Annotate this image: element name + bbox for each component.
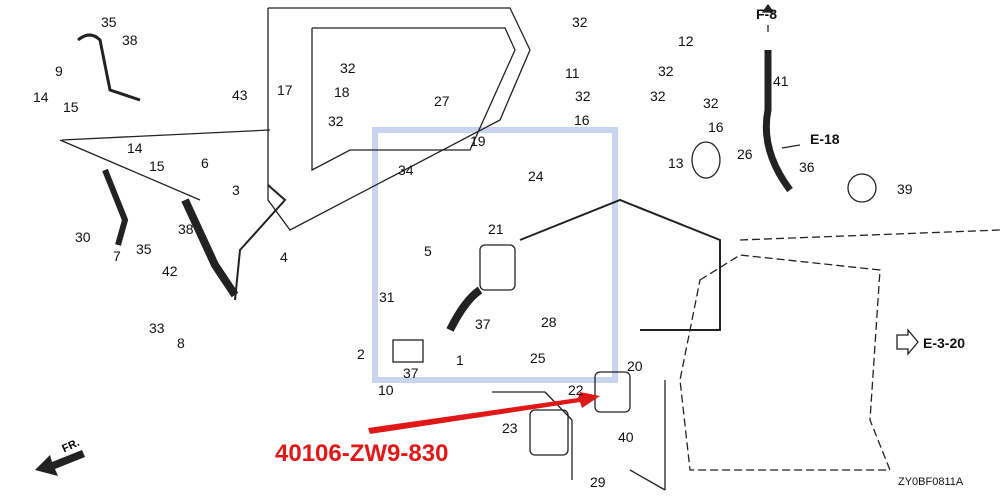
hose-41 [762,50,793,193]
callout-label[interactable]: 5 [424,243,432,259]
oil-pan [679,254,891,471]
callout-label[interactable]: 35 [101,14,117,30]
watermark-logo [372,127,618,383]
lever-6 [181,198,239,298]
lever-7 [102,168,129,246]
callout-label[interactable]: 42 [162,263,178,279]
callout-label[interactable]: 1 [456,352,464,368]
callout-label[interactable]: 39 [897,181,913,197]
callout-label[interactable]: 13 [668,155,684,171]
ref-e3-20[interactable]: E-3-20 [923,335,966,351]
callout-label[interactable]: 7 [113,248,121,264]
callout-label[interactable]: 32 [703,95,719,111]
callout-label[interactable]: 37 [403,365,419,381]
callout-label[interactable]: 32 [572,14,588,30]
callout-label[interactable]: 32 [650,88,666,104]
callout-label[interactable]: 20 [627,358,643,374]
callout-label[interactable]: 4 [280,249,288,265]
gasket-21 [479,244,516,291]
callout-label[interactable]: 37 [475,316,491,332]
callout-label[interactable]: 27 [434,93,450,109]
callout-label[interactable]: 18 [334,84,350,100]
callout-label[interactable]: 40 [618,429,634,445]
callout-label[interactable]: 33 [149,320,165,336]
ref-f8[interactable]: F-8 [756,6,777,22]
callout-label[interactable]: 15 [63,99,79,115]
callout-label[interactable]: 24 [528,168,544,184]
callout-label[interactable]: 6 [201,155,209,171]
front-arrow-icon [35,450,85,476]
callout-label[interactable]: 10 [378,382,394,398]
callout-label[interactable]: 25 [530,350,546,366]
callout-label[interactable]: 36 [799,159,815,175]
rod-9 [77,33,141,102]
callout-label[interactable]: 14 [127,140,143,156]
gasket-22 [594,371,631,413]
callout-label[interactable]: 15 [149,158,165,174]
arrow-e-3-20 [896,328,919,356]
drawing-code: ZY0BF0811A [898,476,964,488]
ref-e18[interactable]: E-18 [810,131,840,147]
grommet-39 [847,173,877,203]
callout-label[interactable]: 43 [232,87,248,103]
callout-label[interactable]: 3 [232,182,240,198]
callout-label[interactable]: 31 [379,289,395,305]
callout-label[interactable]: 34 [398,162,414,178]
callout-label[interactable]: 14 [33,89,49,105]
callout-label[interactable]: 35 [136,241,152,257]
callout-label[interactable]: 21 [488,221,504,237]
rod-4 [234,184,287,301]
callout-label[interactable]: 16 [708,119,724,135]
callout-label[interactable]: 29 [590,474,606,490]
callout-label[interactable]: 19 [470,133,486,149]
callout-label[interactable]: 22 [568,382,584,398]
highlight-arrow [368,392,600,434]
part-number: 40106-ZW9-830 [275,440,449,467]
gasket-23 [529,409,569,456]
callout-label[interactable]: 16 [574,112,590,128]
callout-label[interactable]: 32 [340,60,356,76]
frame-43 [267,7,531,231]
callout-label[interactable]: 9 [55,63,63,79]
sensor-2 [392,339,424,363]
case-body [519,198,721,331]
callout-label[interactable]: 38 [122,32,138,48]
callout-label[interactable]: 12 [678,33,694,49]
callout-label[interactable]: 30 [75,229,91,245]
callout-label[interactable]: 28 [541,314,557,330]
frame-17 [311,27,516,172]
callout-label[interactable]: 32 [575,88,591,104]
callout-label[interactable]: 23 [502,420,518,436]
callout-label[interactable]: 38 [178,221,194,237]
callout-label[interactable]: 11 [565,65,580,81]
callout-label[interactable]: 32 [658,63,674,79]
hose-1 [446,286,483,332]
callout-label[interactable]: 26 [737,146,753,162]
grommet-26 [691,141,721,179]
callout-label[interactable]: 2 [357,346,365,362]
callout-label[interactable]: 32 [328,113,344,129]
callout-label[interactable]: 8 [177,335,185,351]
callout-label[interactable]: 41 [773,73,789,89]
callout-label[interactable]: 17 [277,82,293,98]
